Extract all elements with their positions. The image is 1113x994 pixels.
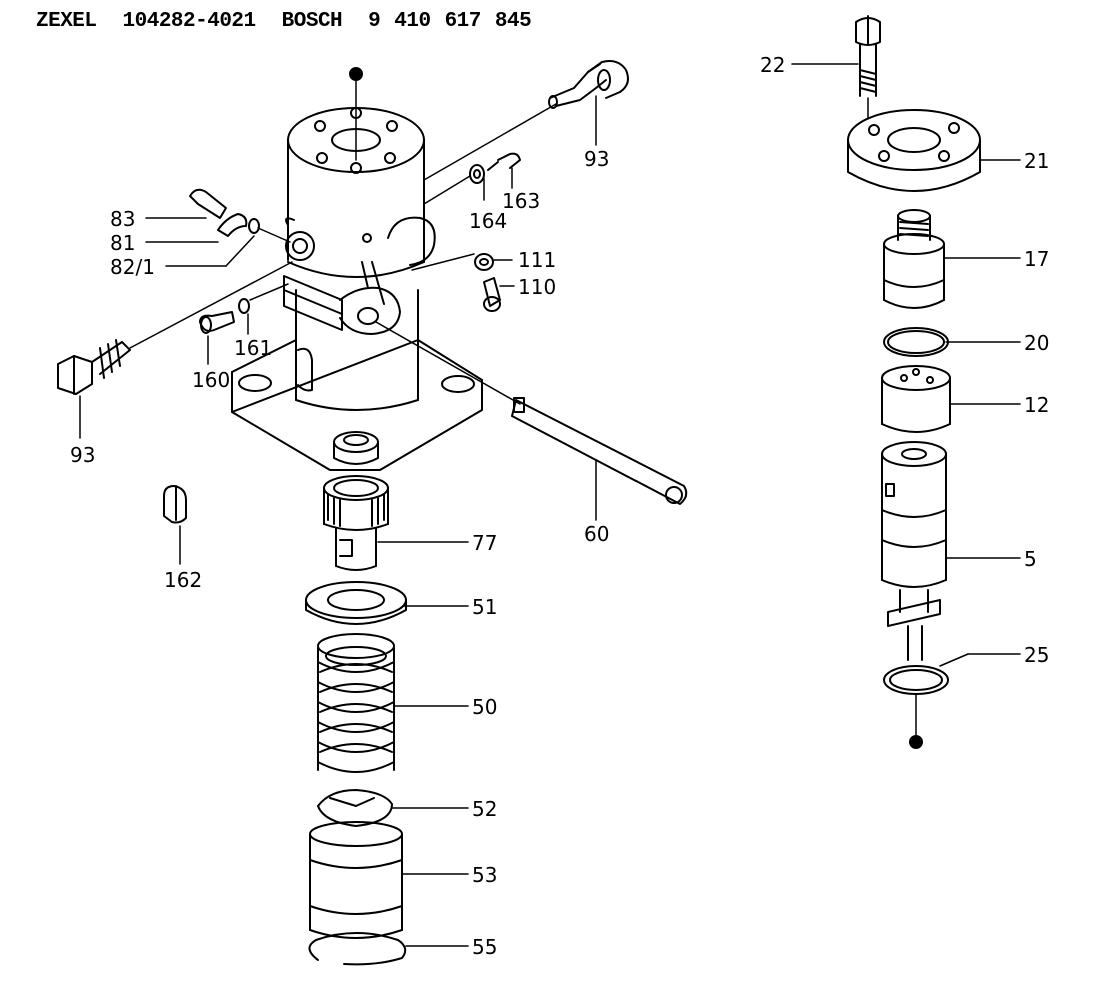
maker-part-number: 104282-4021: [122, 10, 257, 33]
brand-part-number-2: 410: [394, 10, 431, 33]
callout-17: 17: [1024, 247, 1049, 271]
brand-part-number-1: 9: [368, 10, 381, 33]
brand-part-number-4: 845: [494, 10, 532, 33]
flange-21: [847, 109, 981, 192]
callout-160: 160: [192, 368, 230, 392]
callout-164: 164: [469, 209, 507, 233]
valve-holder-17: [883, 209, 945, 309]
screw-83: [189, 188, 227, 219]
callout-21: 21: [1024, 149, 1049, 173]
callout-111: 111: [518, 248, 556, 272]
callout-12: 12: [1024, 393, 1049, 417]
brand-name: BOSCH: [281, 10, 343, 33]
callout-93-top: 93: [584, 147, 609, 171]
screw-160: [199, 311, 235, 334]
bolt-22: [855, 15, 881, 119]
o-ring-20: [883, 327, 949, 357]
maker-name: ZEXEL: [36, 10, 97, 33]
callout-77: 77: [472, 531, 497, 555]
plunger-spring-50: [317, 633, 395, 773]
callout-60: 60: [584, 522, 609, 546]
callout-162: 162: [164, 568, 202, 592]
reference-dot-bottom: [909, 735, 923, 749]
screw-163: [487, 152, 521, 171]
callout-83: 83: [110, 207, 135, 231]
circlip-55: [308, 932, 407, 966]
spring-seat-51: [305, 581, 407, 625]
screw-93-top: [423, 60, 629, 181]
callout-52: 52: [472, 797, 497, 821]
washer-111: [474, 253, 494, 271]
screw-93-left: [57, 261, 293, 395]
callout-53: 53: [472, 863, 497, 887]
washer-161: [238, 298, 250, 314]
callout-5: 5: [1024, 547, 1037, 571]
washer-164: [469, 164, 485, 184]
control-rod-60: [511, 397, 688, 505]
callout-82-1: 82/1: [110, 255, 155, 279]
brand-part-number-3: 617: [444, 10, 482, 33]
washer-82-1: [248, 218, 260, 234]
callout-161: 161: [234, 336, 272, 360]
callout-93-left: 93: [70, 443, 95, 467]
control-sleeve-77: [323, 475, 389, 571]
callout-22: 22: [760, 53, 785, 77]
reference-dot-top: [349, 67, 363, 81]
barrel-5: [881, 441, 947, 661]
pump-housing: [231, 67, 483, 471]
lower-spring-seat-52: [317, 789, 393, 827]
callout-50: 50: [472, 695, 497, 719]
screw-110: [483, 277, 501, 312]
ring-25: [883, 665, 949, 749]
callout-20: 20: [1024, 331, 1049, 355]
callout-25: 25: [1024, 643, 1049, 667]
callout-81: 81: [110, 231, 135, 255]
clamp-81: [217, 213, 248, 237]
callout-163: 163: [502, 189, 540, 213]
key-162: [163, 485, 187, 524]
callout-110: 110: [518, 275, 556, 299]
callout-51: 51: [472, 595, 497, 619]
valve-body-12: [881, 365, 951, 433]
callout-55: 55: [472, 935, 497, 959]
diagram-header: ZEXEL 104282-4021 BOSCH 9 410 617 845: [36, 10, 545, 40]
tappet-53: [309, 821, 403, 939]
